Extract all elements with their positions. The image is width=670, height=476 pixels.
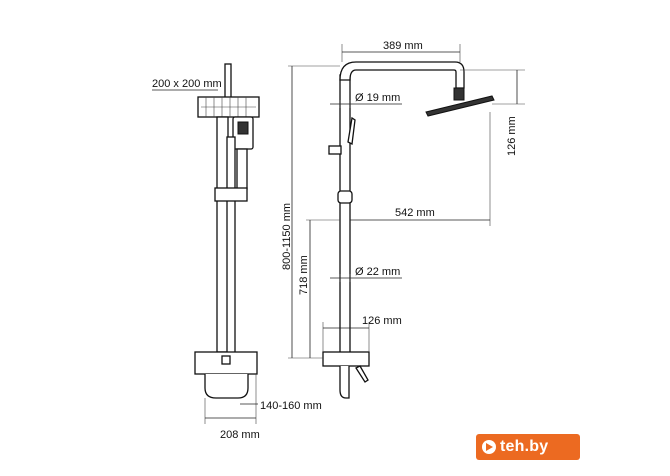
label-head-size: 200 x 200 mm	[152, 78, 222, 90]
diverter-left	[328, 145, 342, 155]
mixer-lever	[355, 365, 369, 383]
mixer-knob	[221, 355, 231, 365]
top-nub	[224, 63, 232, 99]
hand-shower-handle	[236, 148, 248, 190]
label-head-drop: 126 mm	[506, 116, 518, 156]
label-arm-diameter: Ø 19 mm	[355, 92, 400, 104]
label-width: 208 mm	[220, 429, 260, 441]
label-pipe-diameter: Ø 22 mm	[355, 266, 400, 278]
play-icon	[482, 440, 496, 454]
ball-joint	[453, 87, 465, 101]
mixer-spout	[339, 366, 350, 399]
slide-bar	[226, 136, 236, 358]
teh-by-logo: teh.by	[476, 434, 580, 460]
label-offset: 140-160 mm	[260, 400, 322, 412]
side-view	[288, 44, 525, 399]
slider-holder	[214, 187, 248, 202]
shower-head-side	[425, 95, 495, 117]
hand-shower-face	[237, 121, 249, 135]
diverter-lever	[347, 116, 356, 145]
label-arm-length: 389 mm	[383, 40, 423, 52]
slider-side	[337, 190, 353, 204]
logo-text: teh.by	[500, 438, 549, 455]
mixer-shelf	[204, 374, 249, 399]
front-view	[152, 63, 260, 424]
label-pipe-height: 718 mm	[298, 255, 310, 295]
mixer-body-side	[322, 351, 370, 367]
label-reach: 542 mm	[395, 207, 435, 219]
label-mixer-depth: 126 mm	[362, 315, 402, 327]
label-total-height: 800-1150 mm	[281, 203, 293, 270]
shower-arm	[339, 61, 465, 89]
riser-pipe-side	[339, 74, 351, 359]
